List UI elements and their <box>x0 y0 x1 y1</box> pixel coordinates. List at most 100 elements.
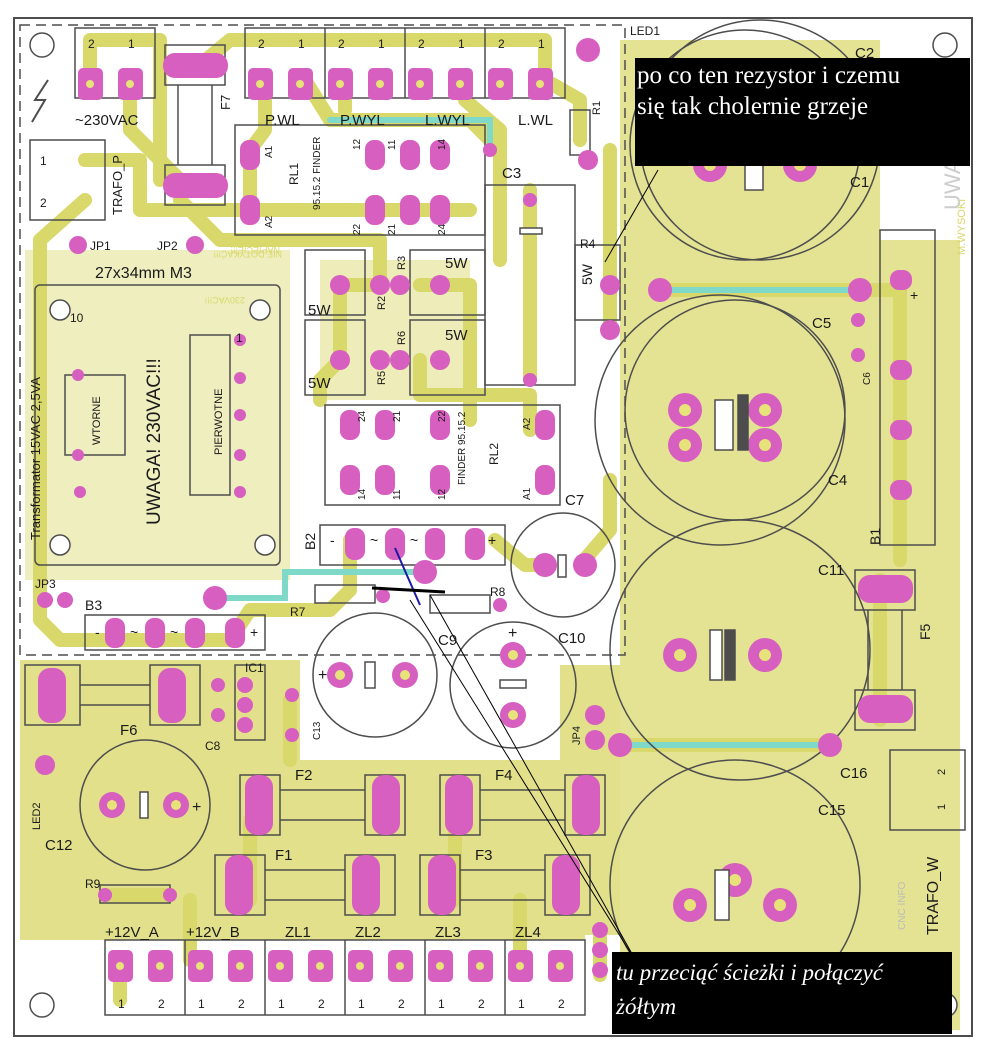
pin-label: 2 <box>478 997 485 1011</box>
tilde-label: ~ <box>170 624 178 640</box>
plus-label: + <box>488 532 496 548</box>
pin-label: 1 <box>518 997 525 1011</box>
pwyl-label: P.WYL <box>340 112 385 129</box>
r5-label: R5 <box>376 371 388 385</box>
pin-label: 1 <box>358 997 365 1011</box>
f6-label: F6 <box>120 722 138 739</box>
pin-21-label: 21 <box>392 410 403 422</box>
rl1-model-label: 95.15.2 FINDER <box>312 137 323 210</box>
trafo-w-label: TRAFO_W <box>925 856 942 935</box>
r6-power-label: 5W <box>445 327 468 344</box>
pointer-line-r4 <box>604 169 659 263</box>
c13-label: C13 <box>312 721 323 740</box>
c1-label: C1 <box>850 174 869 191</box>
c15-label: C15 <box>818 802 846 819</box>
wtorne-label: WTORNE <box>91 396 103 445</box>
callout-resistor-question: po co ten rezystor i czemu się tak chole… <box>635 58 970 166</box>
r4-label: R4 <box>580 237 596 251</box>
pin-label: 2 <box>318 997 325 1011</box>
size-label: 27x34mm M3 <box>95 265 192 282</box>
pin-label: 1 <box>298 37 305 51</box>
pin-11-label: 11 <box>392 489 403 500</box>
pad-holes <box>86 80 806 970</box>
c16-label: C16 <box>840 765 868 782</box>
warning-small-label: NAPIĘCIE!!! <box>230 245 280 255</box>
pin-label: 2 <box>258 37 265 51</box>
pin-21-label: 21 <box>387 223 398 235</box>
trafo-p-label: TRAFO_P <box>110 155 125 215</box>
r3-label: R3 <box>396 256 408 270</box>
pointer-line-cut-2 <box>429 594 641 969</box>
lightning-icon <box>31 79 49 123</box>
jp3-label: JP3 <box>35 577 56 591</box>
led2-label: LED2 <box>31 802 43 830</box>
plus-label: + <box>318 667 327 684</box>
rl2-label: RL2 <box>487 443 501 465</box>
marker-line-blue <box>394 547 421 606</box>
c8-label: C8 <box>205 739 221 753</box>
a1-label: A1 <box>264 145 275 158</box>
pin-label: 1 <box>378 37 385 51</box>
f2-label: F2 <box>295 767 313 784</box>
pwl-label: P.WL <box>265 112 300 129</box>
warning-small-label: 230VAC!!! <box>205 295 245 305</box>
capacitor-bodies <box>139 144 764 921</box>
pin-label: 1 <box>458 37 465 51</box>
zl1-label: ZL1 <box>285 924 311 941</box>
pin-24-label: 24 <box>357 410 368 422</box>
pin-22-label: 22 <box>437 410 448 422</box>
pin-label: 2 <box>158 997 165 1011</box>
b3-label: B3 <box>85 597 102 613</box>
tilde-label: ~ <box>130 624 138 640</box>
c5-label: C5 <box>812 315 831 332</box>
c4-label: C4 <box>828 472 847 489</box>
c7-label: C7 <box>565 492 584 509</box>
a2-label: A2 <box>522 417 533 430</box>
callout-line: po co ten rezystor i czemu <box>637 62 901 89</box>
zl2-label: ZL2 <box>355 924 381 941</box>
zl3-label: ZL3 <box>435 924 461 941</box>
r5-power-label: 5W <box>308 375 331 392</box>
ic1-label: IC1 <box>245 661 264 675</box>
r4-power-label: 5W <box>579 263 595 285</box>
c12-label: C12 <box>45 837 73 854</box>
warning-label: UWAGA! 230VAC!!! <box>144 358 165 525</box>
pin-label: 2 <box>418 37 425 51</box>
pin-label: 1 <box>278 997 285 1011</box>
r7-label: R7 <box>290 605 306 619</box>
pin-22-label: 22 <box>352 223 363 235</box>
r8-label: R8 <box>490 585 506 599</box>
rl2-model-label: FINDER 95.15.2 <box>457 411 468 485</box>
c11-label: C11 <box>818 562 844 579</box>
pin-label: 1 <box>128 37 135 51</box>
capacitor-c10 <box>609 519 871 781</box>
minus-label: - <box>330 532 335 548</box>
pin-label: 1 <box>438 997 445 1011</box>
pin-11-label: 11 <box>387 139 398 150</box>
f1-label: F1 <box>275 847 293 864</box>
pads <box>38 53 913 982</box>
plus-label: + <box>192 799 201 816</box>
pin-label: 2 <box>936 769 948 775</box>
lwl-label: L.WL <box>518 112 553 129</box>
zl4-label: ZL4 <box>515 924 541 941</box>
led1-label: LED1 <box>630 24 660 38</box>
ac-input-label: ~230VAC <box>75 112 139 129</box>
r1-label: R1 <box>591 101 603 115</box>
c6-label: C6 <box>862 372 873 385</box>
c3-label: C3 <box>502 165 521 182</box>
jp4-label: JP4 <box>571 726 583 745</box>
b1-label: B1 <box>867 528 883 545</box>
c2-label: C2 <box>855 45 874 62</box>
pin-14-label: 14 <box>437 138 448 150</box>
pin-12-label: 12 <box>352 138 363 150</box>
r2-label: R2 <box>376 296 388 310</box>
transformer-label: Transformator 15VAC 2,5VA <box>28 377 43 540</box>
capacitor-c9 <box>312 612 438 738</box>
plus-label: + <box>508 625 517 642</box>
warning-small-label: NIE DOTYKAĆ!!! <box>213 249 282 259</box>
transformer-pin-10: 10 <box>70 311 84 325</box>
pierwotne-label: PIERWOTNE <box>213 389 225 455</box>
b2-label: B2 <box>302 533 318 550</box>
a2-label: A2 <box>264 215 275 228</box>
